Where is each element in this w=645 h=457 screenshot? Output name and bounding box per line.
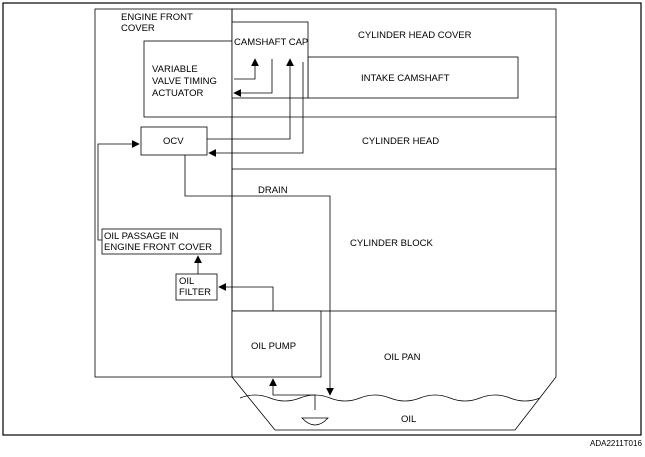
engine-front-cover-label: ENGINE FRONT COVER (121, 12, 195, 34)
cylinder-block-label: CYLINDER BLOCK (350, 238, 434, 249)
figure-code: ADA2211T016 (590, 439, 642, 448)
intake-camshaft-label: INTAKE CAMSHAFT (361, 73, 450, 84)
oil-filter-label: OIL FILTER (179, 276, 211, 298)
oil-label: OIL (401, 414, 416, 425)
ocv-to-cap-arrow (207, 58, 294, 140)
oil-pan-label: OIL PAN (384, 352, 421, 363)
vvt-actuator-box (143, 40, 233, 118)
diagram-frame (2, 2, 642, 436)
oil-surface (239, 394, 541, 402)
camshaft-cap-box (231, 21, 309, 99)
ocv-box (140, 126, 208, 156)
oil-pump-box (231, 310, 322, 378)
pump-suction-arrow (269, 378, 316, 410)
intake-camshaft-box (307, 56, 519, 99)
vvt-actuator-label: VARIABLE VALVE TIMING ACTUATOR (152, 64, 220, 99)
actuator-to-cap-arrow (234, 58, 259, 80)
camshaft-cap-label: CAMSHAFT CAP (234, 37, 308, 48)
oil-strainer-icon (301, 417, 329, 426)
cap-to-ocv-arrow (208, 62, 304, 157)
oil-pump-label: OIL PUMP (251, 341, 296, 352)
cylinder-head-label: CYLINDER HEAD (362, 136, 439, 147)
engine-body-region (231, 8, 557, 312)
oil-passage-box (101, 228, 222, 255)
drain-label: DRAIN (258, 185, 288, 196)
drain-arrow (184, 155, 334, 396)
cap-to-actuator-arrow (233, 59, 273, 97)
ocv-label: OCV (163, 136, 184, 147)
passage-to-ocv-arrow (97, 140, 140, 241)
oil-filter-box (175, 273, 218, 301)
pump-to-filter-arrow (218, 283, 274, 311)
oil-passage-label: OIL PASSAGE IN ENGINE FRONT COVER (104, 231, 212, 253)
cylinder-head-cover-label: CYLINDER HEAD COVER (358, 30, 472, 41)
